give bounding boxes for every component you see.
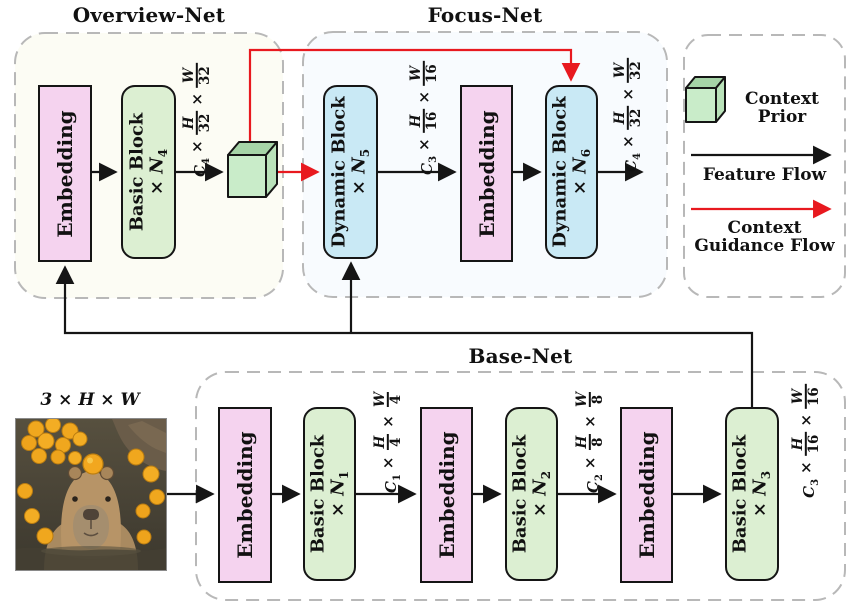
base-basic-block-n2: Basic Block × N2: [505, 407, 558, 581]
legend-context-prior-cube: [685, 76, 726, 123]
base-embedding-3: Embedding: [620, 407, 673, 583]
base-embedding-2: Embedding: [420, 407, 473, 583]
legend-feature-flow-label: Feature Flow: [702, 165, 827, 185]
capybara-illustration: [16, 419, 166, 570]
guidance-line-cube-to-dynamic6: [248, 48, 581, 143]
overview-embedding-label: Embedding: [52, 109, 77, 238]
input-image-capybara: [15, 418, 167, 571]
overview-basic-block-n4: Basic Block × N4: [121, 85, 176, 259]
legend-context-guidance-label: Context Guidance Flow: [694, 218, 835, 257]
legend-context-prior-label: Context Prior: [745, 89, 819, 128]
context-prior-cube: [227, 141, 278, 198]
focus-dynamic-block-n5: Dynamic Block × N5: [323, 85, 378, 259]
base-embedding-1: Embedding: [218, 407, 272, 583]
focus-net-title: Focus-Net: [427, 3, 543, 27]
feature-line-basenet-to-overview: [55, 265, 754, 407]
focus-embedding-label: Embedding: [474, 109, 499, 238]
base-basic-block-n3: Basic Block × N3: [725, 407, 779, 581]
focus-dynamic-block-n6: Dynamic Block × N6: [545, 85, 598, 259]
base-basic-block-n1: Basic Block × N1: [303, 407, 356, 581]
input-dim-label: 3 × H × W: [40, 390, 140, 410]
overview-net-title: Overview-Net: [72, 3, 226, 27]
overview-embedding-block: Embedding: [38, 85, 92, 262]
base-net-title: Base-Net: [468, 344, 573, 368]
focus-embedding-block: Embedding: [460, 85, 513, 262]
